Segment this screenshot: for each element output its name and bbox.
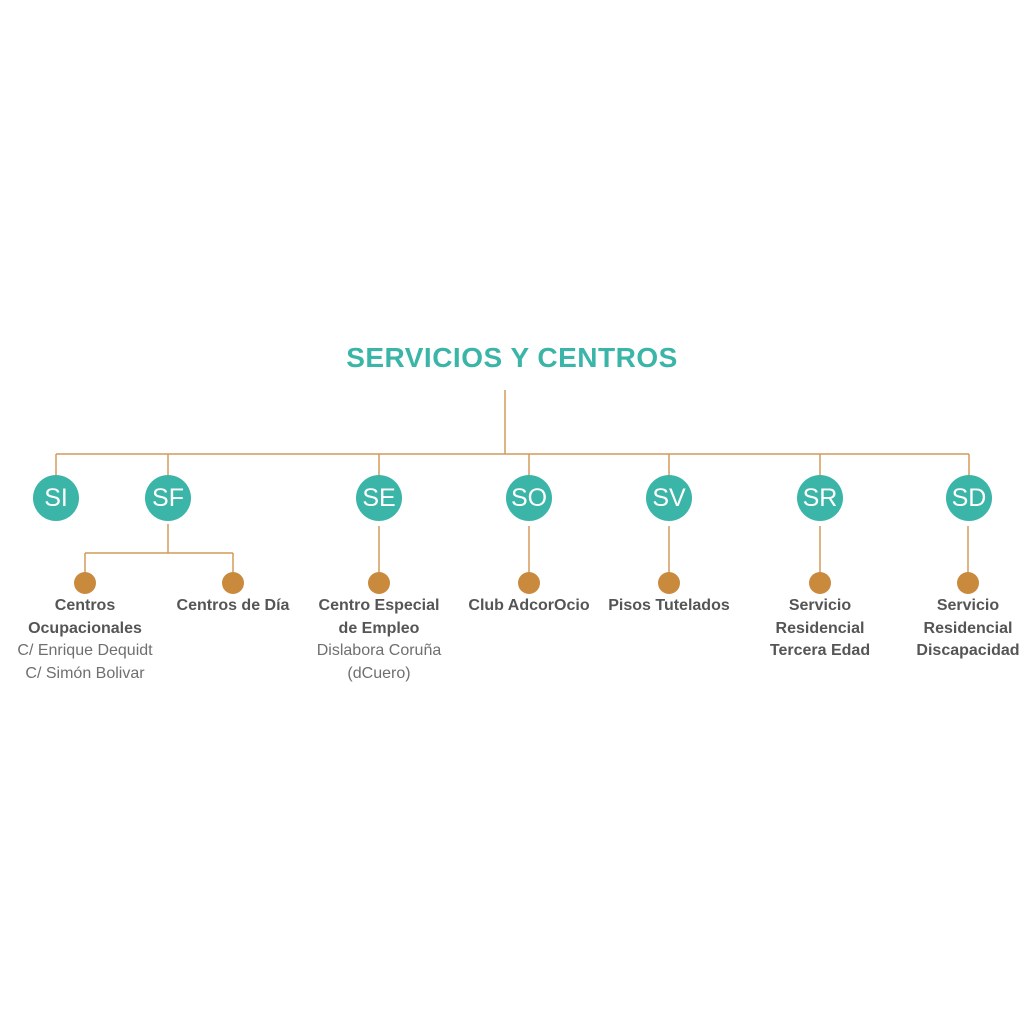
leaf-title-line: de Empleo [338,619,420,637]
leaf-label: Club AdcorOcio [444,595,614,618]
node-so: SO [506,475,552,521]
leaf-dot [957,572,979,594]
leaf-dot [658,572,680,594]
leaf-label: Centros de Día [148,595,318,618]
leaf-subtitle-line: Dislabora Coruña [316,642,442,659]
node-sv: SV [646,475,692,521]
leaf-title-line: Residencial [775,619,865,637]
node-sd: SD [946,475,992,521]
leaf-subtitle-line: C/ Simón Bolivar [25,664,145,682]
leaf-label: Pisos Tutelados [584,595,754,618]
leaf-subtitle-line: (dCuero) [347,664,411,682]
leaf-dot [222,572,244,594]
leaf-title-line: Centros [54,597,116,614]
node-se: SE [356,475,402,521]
leaf-title-line: Discapacidad [916,642,1020,659]
leaf-title-line: Club AdcorOcio [468,597,590,614]
node-sr: SR [797,475,843,521]
leaf-dot [368,572,390,594]
diagram-title: SERVICIOS Y CENTROS [346,342,678,373]
leaf-title-line: Centros de Día [176,597,290,614]
leaf-subtitle-line: C/ Enrique Dequidt [17,642,153,659]
leaf-title-line: Centro Especial [318,597,440,614]
leaf-dot [74,572,96,594]
leaf-title-line: Ocupacionales [28,619,142,637]
leaf-title-line: Residencial [923,619,1013,637]
leaf-dot [809,572,831,594]
leaf-dot [518,572,540,594]
leaf-title-line: Tercera Edad [769,642,871,659]
leaf-title-line: Servicio [788,597,852,614]
leaf-title-line: Servicio [936,597,1000,614]
leaf-title-line: Pisos Tutelados [608,597,730,614]
node-sf: SF [145,475,191,521]
node-si: SI [33,475,79,521]
